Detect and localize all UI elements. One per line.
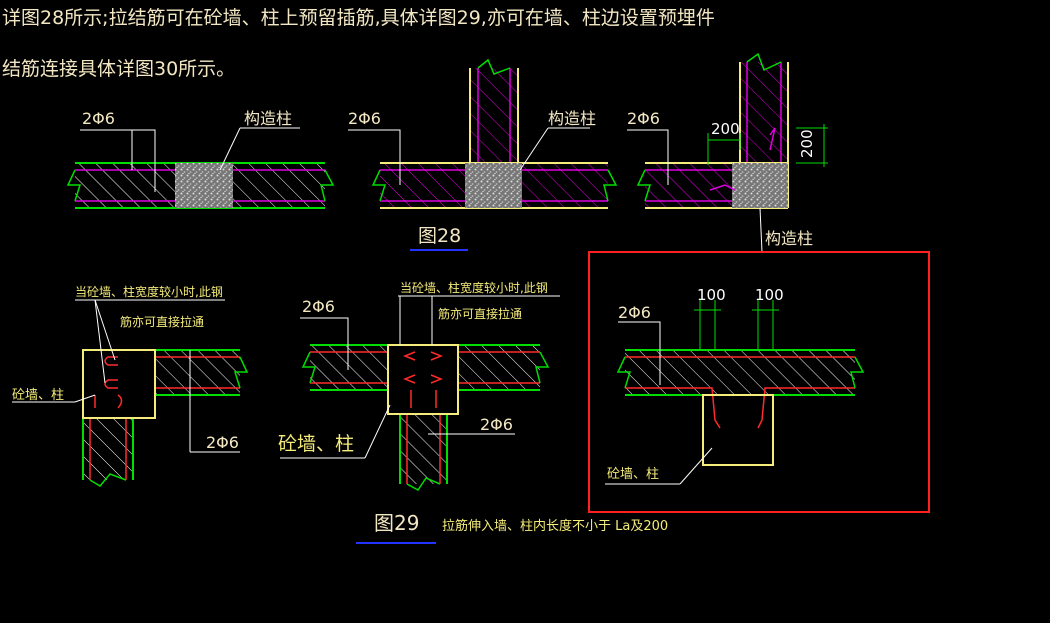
fig28-detail-a: 2Φ6 构造柱 xyxy=(66,109,335,209)
rebar-label: 2Φ6 xyxy=(82,109,115,128)
dim-horizontal: 200 xyxy=(711,120,740,138)
fig29-detail-c: 100 100 2Φ6 砼墙、柱 xyxy=(588,251,930,513)
note-line-2: 筋亦可直接拉通 xyxy=(438,306,522,321)
constructional-column xyxy=(465,163,522,208)
dim-100-left: 100 xyxy=(697,286,726,304)
note-line-1: 当砼墙、柱宽度较小时,此钢 xyxy=(400,280,548,295)
fig29-detail-a: 当砼墙、柱宽度较小时,此钢 筋亦可直接拉通 砼墙、柱 2Φ6 xyxy=(12,284,249,487)
fig29-note: 拉筋伸入墙、柱内长度不小于 La及200 xyxy=(442,518,668,534)
note-line-1: 当砼墙、柱宽度较小时,此钢 xyxy=(75,284,223,299)
concrete-wall-column xyxy=(82,349,156,419)
wall-column-label: 砼墙、柱 xyxy=(607,467,659,482)
rebar-bottom-label: 2Φ6 xyxy=(480,415,513,434)
rebar-label: 2Φ6 xyxy=(348,109,381,128)
dim-100-right: 100 xyxy=(755,286,784,304)
fig28-detail-c: 2Φ6 200 200 构造柱 xyxy=(627,52,828,253)
fig29-caption: 图29 xyxy=(374,511,419,535)
fig28-detail-b: 2Φ6 构造柱 图28 xyxy=(348,58,618,251)
constructional-column xyxy=(175,163,233,208)
highlight-box xyxy=(588,251,930,513)
concrete-wall-column xyxy=(702,394,774,466)
rebar-top-label: 2Φ6 xyxy=(302,297,335,316)
note-line-2: 筋亦可直接拉通 xyxy=(120,314,204,329)
wall-column-label: 砼墙、柱 xyxy=(278,433,354,455)
concrete-wall-column xyxy=(387,344,459,415)
intro-line-2: 结筋连接具体详图30所示。 xyxy=(2,58,235,80)
wall-column-label: 砼墙、柱 xyxy=(12,388,64,403)
column-label: 构造柱 xyxy=(548,109,596,128)
rebar-label: 2Φ6 xyxy=(627,109,660,128)
rebar-label: 2Φ6 xyxy=(206,433,239,452)
intro-line-1: 详图28所示;拉结筋可在砼墙、柱上预留插筋,具体详图29,亦可在墙、柱边设置预埋… xyxy=(2,7,715,29)
constructional-column xyxy=(732,163,788,208)
column-label: 构造柱 xyxy=(765,229,813,248)
fig29-detail-b: 2Φ6 当砼墙、柱宽度较小时,此钢 筋亦可直接拉通 砼墙、柱 2Φ6 图29 拉… xyxy=(278,280,668,544)
fig28-caption: 图28 xyxy=(418,225,461,247)
column-label: 构造柱 xyxy=(244,109,292,128)
dim-vertical: 200 xyxy=(798,129,816,158)
rebar-label: 2Φ6 xyxy=(618,303,651,322)
